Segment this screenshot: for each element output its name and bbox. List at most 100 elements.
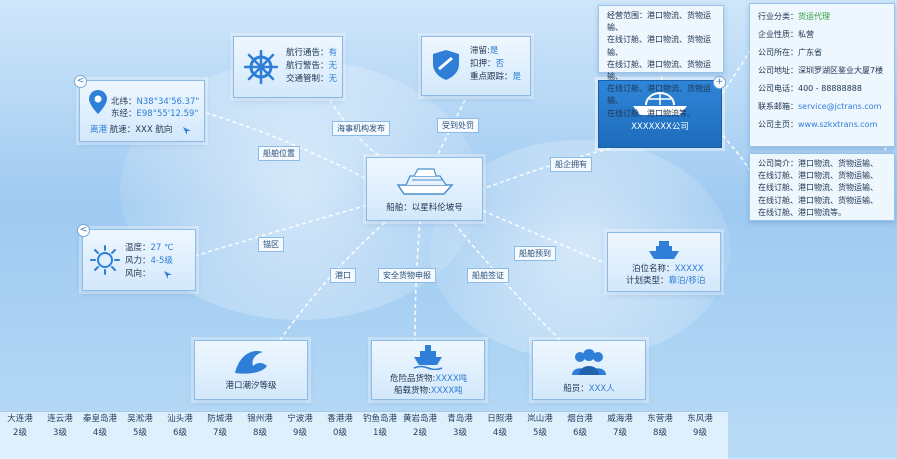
port-tide-level: 6级 <box>173 428 187 438</box>
collapse-button[interactable]: < <box>77 224 90 237</box>
onboard-cargo-value: XXXX吨 <box>430 386 463 396</box>
center-ship-card[interactable]: 船舶：以星科伦坡号 <box>366 157 483 221</box>
link-maritime-release[interactable]: 海事机构发布 <box>332 121 390 136</box>
port-name: 岚山港 <box>527 414 553 424</box>
port-name: 大连港 <box>7 414 33 424</box>
port-tide-level: 1级 <box>373 428 387 438</box>
traffic-value: 无 <box>328 74 338 84</box>
crew-icon <box>572 349 606 375</box>
expand-button[interactable]: + <box>713 76 726 89</box>
company-card[interactable]: + XXXXXXX公司 <box>598 76 726 148</box>
port-item[interactable]: 钓鱼岛港 1级 <box>360 412 400 440</box>
crew-card[interactable]: 船员：XXX人 <box>532 340 646 400</box>
link-visa[interactable]: 船舶签证 <box>467 268 509 283</box>
link-forecast[interactable]: 船舶预到 <box>514 246 556 261</box>
crew-count: XXX人 <box>588 384 615 394</box>
globe-ship-icon <box>633 92 687 115</box>
port-item[interactable]: 东营港 8级 <box>640 412 680 440</box>
scope-line: 经营范围：港口物流、货物运输、 <box>607 11 711 33</box>
port-name: 吴淞港 <box>127 414 153 424</box>
wind-direction-label: 风向： <box>125 269 151 279</box>
longitude-label: 东经： <box>111 109 137 119</box>
latitude-value: N38°34'56.37" <box>136 97 200 107</box>
scope-line: 在线订舱、港口物流、货物运输、 <box>607 59 711 82</box>
location-card: < 北纬：N38°34'56.37" 东经：E98°55'12.59" 离港 航… <box>74 75 205 142</box>
notice-label: 航行通告： <box>286 48 329 58</box>
ship-wheel-icon <box>244 50 278 84</box>
cargo-ship-icon <box>649 241 679 259</box>
shield-icon <box>433 50 459 80</box>
port-tide-level: 8级 <box>653 428 667 438</box>
port-name: 香港港 <box>327 414 353 424</box>
wind-label: 风力： <box>125 256 151 266</box>
company-phone: 公司电话：400 - 88888888 <box>758 84 862 93</box>
plan-type-label: 计划类型： <box>626 276 669 286</box>
tide-label: 港口潮汐等级 <box>225 381 277 391</box>
speed-value: XXX <box>135 125 153 135</box>
temperature-label: 温度： <box>125 243 151 253</box>
port-tide-level: 4级 <box>93 428 107 438</box>
navigation-card: 航行通告：有 航行警告：无 交通管制：无 <box>233 36 343 98</box>
port-name: 青岛港 <box>447 414 473 424</box>
email-link[interactable]: service@jctrans.com <box>798 102 882 111</box>
wave-icon <box>235 350 267 374</box>
link-anchorage[interactable]: 锚区 <box>258 237 284 252</box>
link-penalty[interactable]: 受到处罚 <box>437 118 479 133</box>
port-name: 钓鱼岛港 <box>362 414 397 424</box>
traffic-label: 交通管制： <box>286 74 329 84</box>
seize-value: 否 <box>495 59 505 69</box>
track-label: 重点跟踪： <box>470 72 513 82</box>
port-name: 东营港 <box>647 414 673 424</box>
latitude-label: 北纬： <box>111 97 137 107</box>
port-item[interactable]: 日照港 4级 <box>480 412 520 440</box>
warning-value: 无 <box>328 61 338 71</box>
port-tide-level: 2级 <box>413 428 427 438</box>
port-tide-level: 4级 <box>493 428 507 438</box>
company-address: 公司地址：深圳罗湖区鉴业大厦7楼 <box>758 66 884 75</box>
intro-line: 在线订舱、港口物流等。 <box>758 207 846 217</box>
port-name: 日照港 <box>487 414 513 424</box>
company-name: XXXXXXX公司 <box>631 122 689 132</box>
intro-line: 公司简介：港口物流、货物运输、 <box>758 159 878 168</box>
link-cargo-declare[interactable]: 安全货物申报 <box>378 268 436 283</box>
wind-value: 4-5级 <box>150 256 173 266</box>
speed-label: 航速： <box>109 125 136 135</box>
cruise-ship-icon <box>396 168 454 195</box>
dangerous-goods-label: 危险品货物: <box>390 374 436 384</box>
boat-cargo-icon <box>413 345 443 370</box>
port-tide-level: 7级 <box>213 428 227 438</box>
company-info-panel: 行业分类：货运代理 企业性质：私营 公司所在：广东省 公司地址：深圳罗湖区鉴业大… <box>749 3 895 147</box>
port-item[interactable]: 香港港 0级 <box>320 412 360 440</box>
temperature-value: 27 ℃ <box>150 243 174 253</box>
link-port[interactable]: 港口 <box>330 268 356 283</box>
weather-card: < 温度：27 ℃ 风力：4-5级 风向： <box>77 224 196 291</box>
company-location: 公司所在：广东省 <box>758 48 822 57</box>
website-link[interactable]: www.szkxtrans.com <box>798 120 878 129</box>
website-label: 公司主页： <box>758 120 798 129</box>
center-ship-title: 船舶：以星科伦坡号 <box>386 203 463 213</box>
intro-line: 在线订舱、港口物流、货物运输、 <box>758 183 878 193</box>
penalty-card: 滞留:是 扣押：否 重点跟踪：是 <box>421 36 531 96</box>
port-name: 锦州港 <box>247 414 273 424</box>
tide-card[interactable]: 港口潮汐等级 <box>194 340 308 400</box>
link-owner[interactable]: 船企拥有 <box>550 157 592 172</box>
port-tide-level: 3级 <box>53 428 67 438</box>
port-tide-level: 0级 <box>333 428 347 438</box>
link-ship-location[interactable]: 船舶位置 <box>258 146 300 161</box>
collapse-button[interactable]: < <box>74 75 87 88</box>
crew-label: 船员： <box>563 384 589 394</box>
